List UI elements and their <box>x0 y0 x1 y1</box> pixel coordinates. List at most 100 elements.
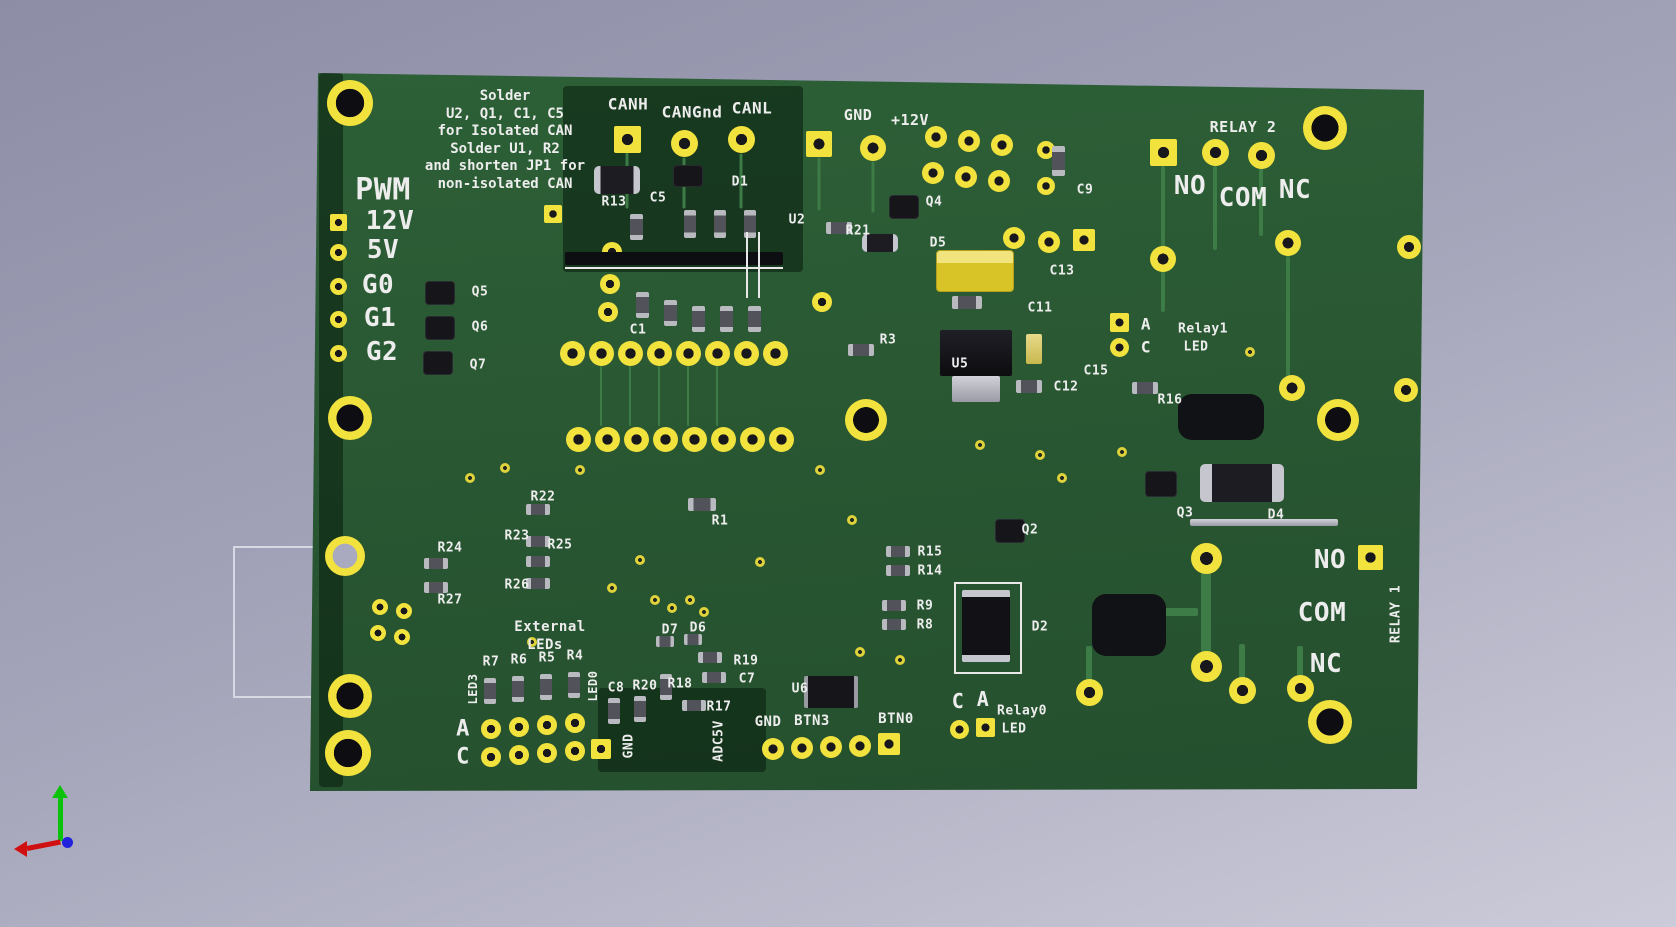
pad <box>481 719 501 739</box>
via <box>500 463 510 473</box>
component-slot <box>1092 594 1166 656</box>
silkscreen-label: U5 <box>951 356 969 372</box>
silkscreen-label: R19 <box>733 653 759 669</box>
mounting-hole <box>1308 700 1352 744</box>
component-chip-h <box>886 565 910 576</box>
silkscreen-label: RELAY 2 <box>1209 118 1277 136</box>
silkscreen-label: G2 <box>365 337 399 367</box>
component-melf <box>594 166 640 194</box>
component-chip-v <box>608 698 620 724</box>
pad <box>565 713 585 733</box>
pad <box>329 344 347 362</box>
silkscreen-label: A <box>976 687 990 711</box>
silkscreen-label: R9 <box>916 598 934 614</box>
silkscreen-label: Q4 <box>925 194 943 210</box>
silkscreen-label: C9 <box>1076 182 1094 198</box>
via <box>465 473 475 483</box>
silkscreen-label: COM <box>1218 183 1268 213</box>
pad <box>509 745 529 765</box>
mounting-hole <box>328 396 372 440</box>
pad <box>1190 650 1222 682</box>
pad <box>537 715 557 735</box>
component-chip-v <box>540 674 552 700</box>
note-line: and shorten JP1 for <box>424 158 586 174</box>
pad <box>1003 227 1025 249</box>
pad <box>762 340 788 366</box>
silkscreen-label: External <box>514 619 586 635</box>
silkscreen-label: R23 <box>504 528 530 544</box>
pad <box>594 426 620 452</box>
silkscreen-label: Q7 <box>469 357 487 373</box>
component-slot <box>1178 394 1264 440</box>
pad <box>1275 230 1301 256</box>
mounting-hole <box>1317 399 1359 441</box>
via <box>847 515 857 525</box>
component-cap-yel <box>936 250 1014 292</box>
silkscreen-label: CANL <box>731 98 773 118</box>
silkscreen-label: D7 <box>661 622 679 638</box>
pad <box>1037 141 1055 159</box>
pad <box>860 135 886 161</box>
pad <box>791 737 813 759</box>
pad <box>958 130 980 152</box>
silkscreen-label: A <box>456 716 470 742</box>
orientation-axes <box>0 0 120 927</box>
silkscreen-label: R1 <box>711 513 729 529</box>
mounting-hole <box>325 536 365 576</box>
pad <box>1247 141 1275 169</box>
pad <box>1037 177 1055 195</box>
via <box>667 603 677 613</box>
pad <box>1075 678 1103 706</box>
component-chip-v <box>684 210 696 238</box>
via <box>527 637 537 647</box>
pad <box>922 162 944 184</box>
component-sot <box>424 352 452 374</box>
pad <box>710 426 736 452</box>
silkscreen-label: R6 <box>510 652 528 668</box>
pad <box>370 625 386 641</box>
component-chip-h <box>688 498 716 511</box>
component-tab <box>1190 519 1338 526</box>
pad <box>652 426 678 452</box>
silkscreen-label: NO <box>1313 545 1347 575</box>
component-sot <box>890 196 918 218</box>
silkscreen-label: C13 <box>1049 263 1075 279</box>
silkscreen-label: NC <box>1278 175 1312 205</box>
silkscreen-label: NO <box>1173 171 1207 201</box>
via <box>1035 450 1045 460</box>
note-line: Solder U1, R2 <box>450 140 560 157</box>
silkscreen-label: CANGnd <box>661 102 723 122</box>
component-tab <box>952 376 1000 402</box>
pad <box>1357 544 1383 570</box>
pad <box>1201 138 1229 166</box>
silkscreen-label: C1 <box>629 322 647 338</box>
silkscreen-label: R16 <box>1157 392 1183 408</box>
pad <box>537 743 557 763</box>
silkscreen-label: R13 <box>601 194 627 210</box>
silkscreen-label: BTN0 <box>878 711 914 727</box>
pad <box>704 340 730 366</box>
silkscreen-label: R4 <box>566 648 584 664</box>
silkscreen-label: D1 <box>731 174 749 190</box>
silkscreen-label: D5 <box>929 235 947 251</box>
y-axis-arrowhead-icon <box>52 785 68 798</box>
note-line: for Isolated CAN <box>437 123 573 139</box>
silkscreen-label: Q2 <box>1021 522 1039 538</box>
via <box>755 557 765 567</box>
component-chip-v <box>1052 146 1065 176</box>
silkscreen-graphic <box>565 267 783 269</box>
connector-courtyard-outline <box>233 546 319 698</box>
silkscreen-label: BTN3 <box>794 713 830 729</box>
silkscreen-label: C8 <box>607 680 625 696</box>
silkscreen-graphic <box>954 582 1022 674</box>
silkscreen-label: Q5 <box>471 284 489 300</box>
pad <box>1286 674 1314 702</box>
component-chip-h <box>698 652 722 663</box>
component-chip-h <box>526 578 550 589</box>
